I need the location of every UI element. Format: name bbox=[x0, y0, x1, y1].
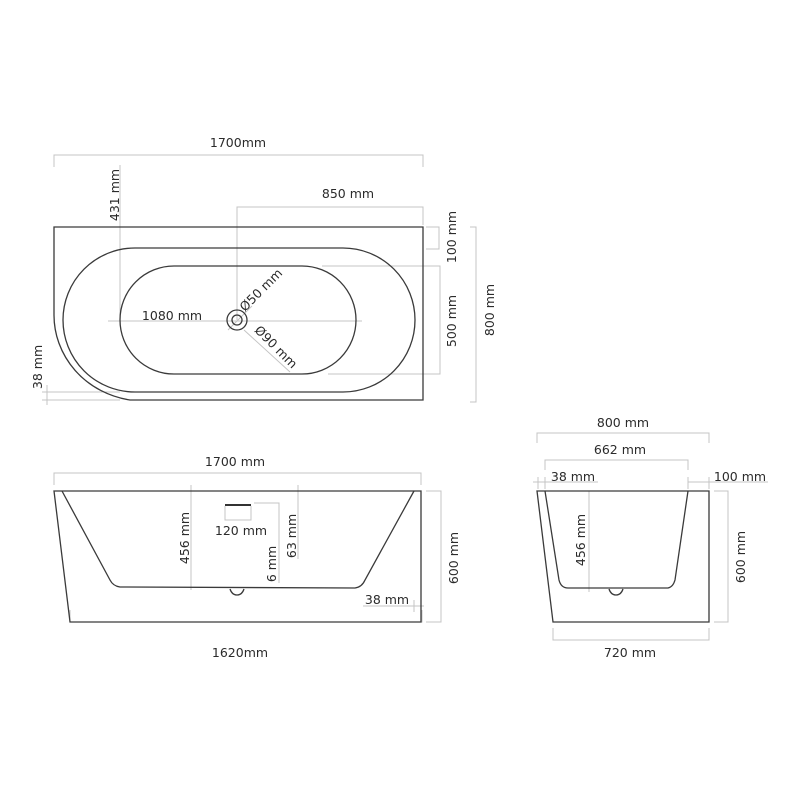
label-end-inner-width: 662 mm bbox=[594, 442, 646, 457]
label-top-offset: 431 mm bbox=[107, 169, 122, 221]
tub-outer-shell bbox=[53, 226, 424, 401]
dim-side-height bbox=[426, 490, 442, 623]
dim-end-left-wall bbox=[533, 477, 598, 489]
label-end-left-wall: 38 mm bbox=[551, 469, 595, 484]
dim-end-height bbox=[714, 490, 729, 623]
side-drain-icon bbox=[229, 588, 245, 596]
dim-drain-diag-1 bbox=[227, 305, 253, 331]
end-basin bbox=[544, 490, 689, 589]
label-end-height: 600 mm bbox=[733, 531, 748, 583]
label-rim-width: 100 mm bbox=[444, 211, 459, 263]
label-inner-length: 1080 mm bbox=[142, 308, 202, 323]
dim-side-wall-offset bbox=[363, 600, 424, 612]
label-end-bottom-width: 720 mm bbox=[604, 645, 656, 660]
label-inner-width: 500 mm bbox=[444, 295, 459, 347]
end-outer-shell bbox=[536, 490, 710, 623]
dim-rim-width bbox=[426, 226, 440, 250]
dim-end-inner-width bbox=[544, 459, 689, 470]
label-overflow-height: 63 mm bbox=[284, 514, 299, 558]
dim-drain-diag-2 bbox=[243, 329, 291, 373]
end-drain-icon bbox=[608, 588, 624, 596]
label-overflow-thickness: 6 mm bbox=[264, 546, 279, 582]
tub-rim bbox=[62, 247, 416, 393]
label-side-height: 600 mm bbox=[446, 532, 461, 584]
dim-total-length bbox=[53, 154, 424, 167]
label-corner-offset: 38 mm bbox=[30, 345, 45, 389]
side-outer-shell bbox=[53, 490, 422, 623]
dim-inner-width bbox=[322, 265, 441, 375]
label-total-length: 1700mm bbox=[210, 135, 266, 150]
label-total-width: 800 mm bbox=[482, 284, 497, 336]
dim-end-bottom-width bbox=[552, 628, 710, 641]
label-end-top-width: 800 mm bbox=[597, 415, 649, 430]
dim-side-top-length bbox=[53, 472, 422, 485]
end-view: 800 mm 662 mm 38 mm 100 mm 456 mm 600 mm… bbox=[533, 415, 768, 660]
label-drain-small-diameter: Ø50 mm bbox=[236, 265, 285, 314]
label-side-bottom-length: 1620mm bbox=[212, 645, 268, 660]
dim-end-top-width bbox=[536, 432, 710, 443]
dim-corner-offset bbox=[42, 385, 120, 405]
label-side-inner-depth: 456 mm bbox=[177, 512, 192, 564]
side-basin bbox=[61, 490, 415, 589]
label-drain-offset: 850 mm bbox=[322, 186, 374, 201]
dim-end-right-wall bbox=[687, 477, 768, 489]
dim-overflow-width bbox=[224, 506, 252, 521]
label-end-inner-depth: 456 mm bbox=[573, 514, 588, 566]
top-view: 1700mm 850 mm 1080 mm 431 mm 100 mm 500 … bbox=[30, 135, 497, 405]
label-side-top-length: 1700 mm bbox=[205, 454, 265, 469]
dim-drain-offset bbox=[236, 206, 424, 320]
label-overflow-width: 120 mm bbox=[215, 523, 267, 538]
label-end-right-wall: 100 mm bbox=[714, 469, 766, 484]
tub-basin bbox=[119, 265, 357, 375]
dim-total-width bbox=[470, 226, 477, 403]
dim-overflow-thickness bbox=[254, 502, 280, 583]
dim-side-bottom-length bbox=[69, 610, 423, 623]
drain-outer-icon bbox=[226, 309, 248, 331]
drain-inner-icon bbox=[231, 314, 243, 326]
side-view: 1700 mm 1620mm 120 mm 456 mm 6 mm 63 mm … bbox=[53, 454, 461, 660]
label-drain-large-diameter: Ø90 mm bbox=[252, 322, 301, 371]
label-side-wall-offset: 38 mm bbox=[365, 592, 409, 607]
